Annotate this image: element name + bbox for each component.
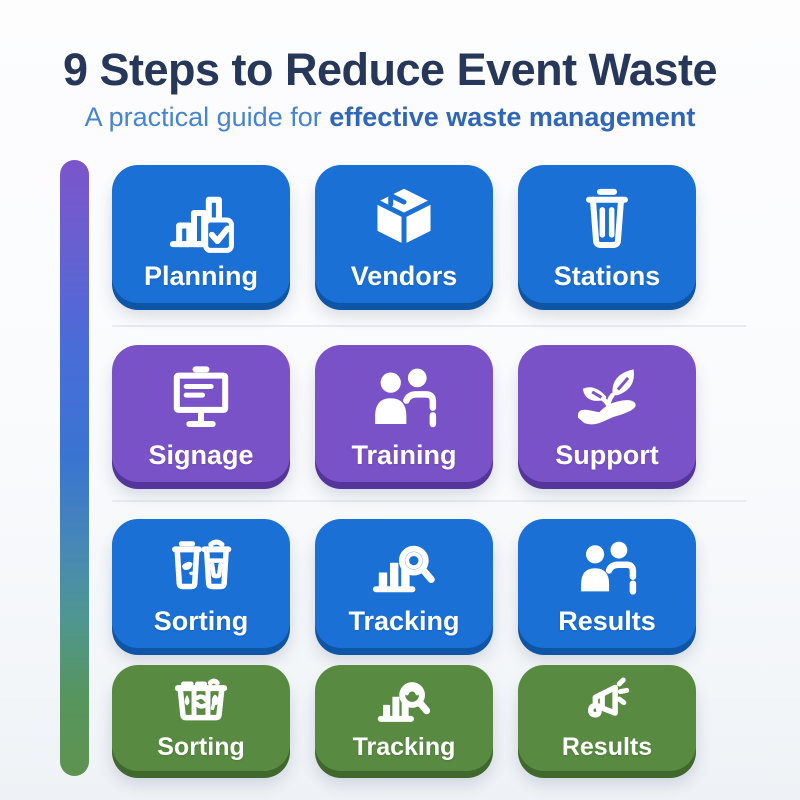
card-support: Support xyxy=(518,345,696,482)
card-label: Sorting xyxy=(153,606,249,636)
step-row-4: Sorting Tracking xyxy=(112,665,696,771)
page-title: 9 Steps to Reduce Event Waste xyxy=(62,44,718,95)
card-label: Tracking xyxy=(352,733,456,761)
step-row-1: Planning Vendors Stations xyxy=(112,165,696,303)
card-label: Sorting xyxy=(157,733,245,761)
card-vendors: Vendors xyxy=(315,165,493,303)
card-sorting-green: Sorting xyxy=(112,665,290,771)
chart-magnifier-icon xyxy=(369,534,439,604)
trash-bin-icon xyxy=(568,181,646,259)
card-signage: Signage xyxy=(112,345,290,482)
card-label: Stations xyxy=(553,261,661,291)
card-planning: Planning xyxy=(112,165,290,303)
package-box-icon xyxy=(365,181,443,259)
card-label: Planning xyxy=(144,261,258,291)
card-sorting-blue: Sorting xyxy=(112,519,290,648)
row-divider xyxy=(112,500,746,502)
subtitle-prefix: A practical guide for xyxy=(84,102,330,132)
card-stations: Stations xyxy=(518,165,696,303)
card-label: Signage xyxy=(148,440,254,470)
gradient-accent-bar xyxy=(60,160,89,776)
card-tracking-blue: Tracking xyxy=(315,519,493,648)
subtitle-emphasis: effective waste management xyxy=(329,102,696,132)
two-people-icon xyxy=(572,534,642,604)
card-results-green: Results xyxy=(518,665,696,771)
card-label: Support xyxy=(555,440,659,470)
step-row-2: Signage Training xyxy=(112,345,696,482)
page-subtitle: A practical guide for effective waste ma… xyxy=(0,102,780,133)
card-label: Tracking xyxy=(348,606,460,636)
two-people-icon xyxy=(365,360,443,438)
card-label: Training xyxy=(351,440,457,470)
triple-compartment-bin-icon xyxy=(172,673,230,731)
card-label: Results xyxy=(558,606,656,636)
card-results-blue: Results xyxy=(518,519,696,648)
card-label: Vendors xyxy=(350,261,458,291)
row-divider xyxy=(112,325,746,327)
bar-chart-check-icon xyxy=(162,181,240,259)
card-tracking-green: Tracking xyxy=(315,665,493,771)
chart-magnifier-icon xyxy=(375,673,433,731)
card-training: Training xyxy=(315,345,493,482)
hand-plant-icon xyxy=(568,360,646,438)
card-label: Results xyxy=(561,733,653,761)
presentation-sign-icon xyxy=(162,360,240,438)
megaphone-icon xyxy=(578,673,636,731)
step-row-3: Sorting Tracking xyxy=(112,519,696,648)
dual-bins-icon xyxy=(166,534,236,604)
